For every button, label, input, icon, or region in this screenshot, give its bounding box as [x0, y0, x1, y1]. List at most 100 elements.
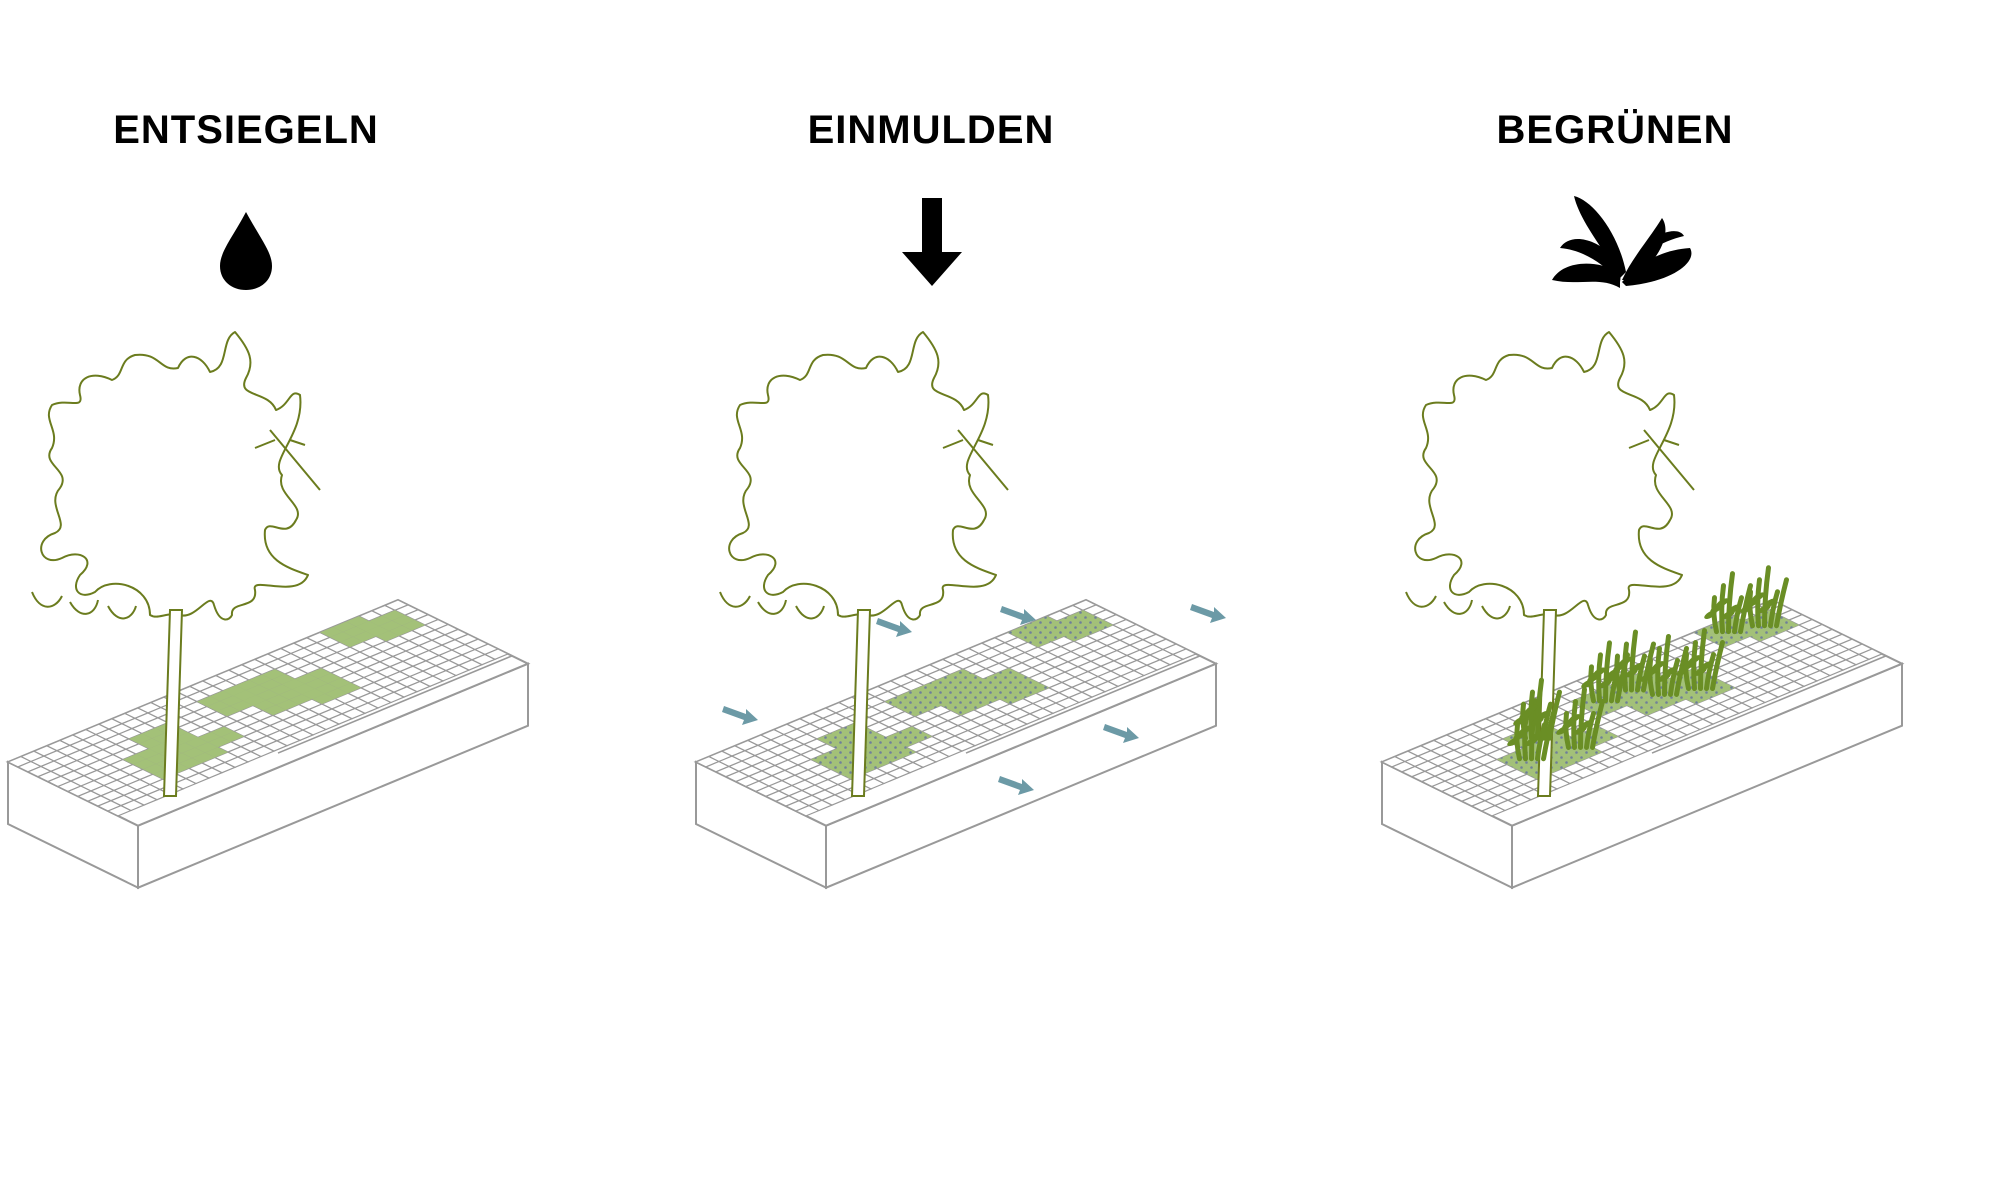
- green-cell: [256, 689, 279, 701]
- green-cell: [315, 683, 338, 694]
- green-cell: [1067, 620, 1090, 631]
- green-cell: [210, 690, 233, 702]
- green-patch: [197, 668, 361, 717]
- green-cell: [346, 616, 369, 627]
- arrow-down-icon: [902, 198, 962, 286]
- green-cell: [970, 679, 993, 690]
- plant-stem: [1719, 583, 1726, 635]
- green-cell: [893, 747, 916, 758]
- green-cell: [1077, 625, 1100, 636]
- water-flow-arrow: [1190, 604, 1226, 623]
- green-cell: [947, 679, 970, 690]
- green-cell: [146, 753, 169, 764]
- green-cell: [236, 680, 259, 691]
- green-cell: [233, 690, 256, 701]
- green-cell: [811, 754, 834, 765]
- green-cell: [1034, 616, 1057, 627]
- green-cell: [883, 742, 906, 753]
- green-cell: [990, 688, 1013, 700]
- plant-leaf: [1752, 592, 1765, 602]
- green-cell: [1497, 754, 1520, 765]
- green-cell: [921, 690, 944, 701]
- green-cell: [282, 679, 305, 690]
- green-cell: [325, 688, 348, 699]
- plant-cluster: [1556, 686, 1605, 750]
- green-cell: [993, 678, 1016, 689]
- plant-cluster: [1740, 565, 1789, 629]
- green-cell: [817, 733, 840, 744]
- green-cell: [139, 738, 162, 749]
- green-cell: [246, 684, 269, 696]
- green-cell: [195, 742, 218, 753]
- green-cell: [211, 726, 234, 737]
- plant-leaf: [1580, 720, 1593, 729]
- green-cell: [356, 621, 379, 632]
- green-cell: [133, 759, 156, 770]
- green-cell: [1617, 695, 1640, 706]
- green-cell: [934, 684, 957, 696]
- plant-stem: [1596, 652, 1603, 704]
- green-cell: [1080, 615, 1103, 626]
- green-cell: [208, 736, 231, 748]
- green-cell: [320, 627, 343, 638]
- green-cell: [885, 696, 908, 707]
- plant-cluster: [1513, 677, 1562, 741]
- tree-canopy: [31, 331, 321, 621]
- panel-begruenen: [1379, 331, 1905, 890]
- green-cell: [1553, 758, 1576, 769]
- green-cell: [870, 747, 893, 758]
- green-cell: [143, 763, 166, 775]
- green-cell: [1031, 626, 1054, 637]
- green-cell: [369, 615, 392, 626]
- plant-stem: [1774, 577, 1789, 629]
- water-drop-icon: [220, 212, 272, 290]
- green-cell: [1604, 700, 1627, 711]
- green-cell: [366, 626, 389, 637]
- green-cell: [924, 680, 947, 691]
- green-cell: [908, 695, 931, 706]
- green-cell: [895, 701, 918, 712]
- plant-leaf: [1688, 655, 1701, 664]
- green-cell: [1008, 627, 1031, 638]
- plant-stem: [1578, 686, 1587, 750]
- green-cell: [1630, 689, 1653, 701]
- green-cell: [312, 693, 335, 704]
- green-cell: [1064, 630, 1087, 642]
- green-cell: [192, 752, 215, 763]
- panel-einmulden: [693, 331, 1226, 890]
- green-cell: [1712, 682, 1735, 694]
- green-cell: [863, 732, 886, 743]
- green-cell: [129, 733, 152, 744]
- green-cell: [389, 625, 412, 636]
- plant-stem: [1535, 677, 1544, 741]
- green-cell: [980, 683, 1003, 695]
- green-cell: [259, 679, 282, 690]
- green-cell: [1006, 673, 1029, 684]
- green-cell: [266, 694, 289, 705]
- green-cell: [249, 674, 272, 685]
- green-cell: [1028, 636, 1051, 648]
- green-cell: [276, 699, 299, 710]
- green-cell: [308, 668, 331, 679]
- green-cell: [960, 674, 983, 685]
- green-cell: [1090, 620, 1113, 631]
- green-cell: [996, 668, 1019, 679]
- green-cell: [873, 737, 896, 748]
- plant-leaf: [1605, 673, 1618, 683]
- green-cell: [402, 620, 425, 631]
- green-cell: [983, 673, 1006, 684]
- plant-stem: [1668, 657, 1680, 697]
- water-flow-arrow: [876, 618, 912, 637]
- tree-canopy: [1405, 331, 1695, 621]
- water-flow-arrow: [722, 706, 758, 725]
- green-cell: [1054, 626, 1077, 637]
- plant-cluster: [1676, 628, 1725, 692]
- green-cell: [1763, 625, 1786, 636]
- tree-canopy: [719, 331, 1009, 621]
- green-cell: [221, 731, 244, 742]
- plant-leaf: [1652, 661, 1665, 670]
- green-cell: [205, 747, 228, 758]
- green-cell: [305, 678, 328, 689]
- plant-leaf: [1631, 662, 1644, 672]
